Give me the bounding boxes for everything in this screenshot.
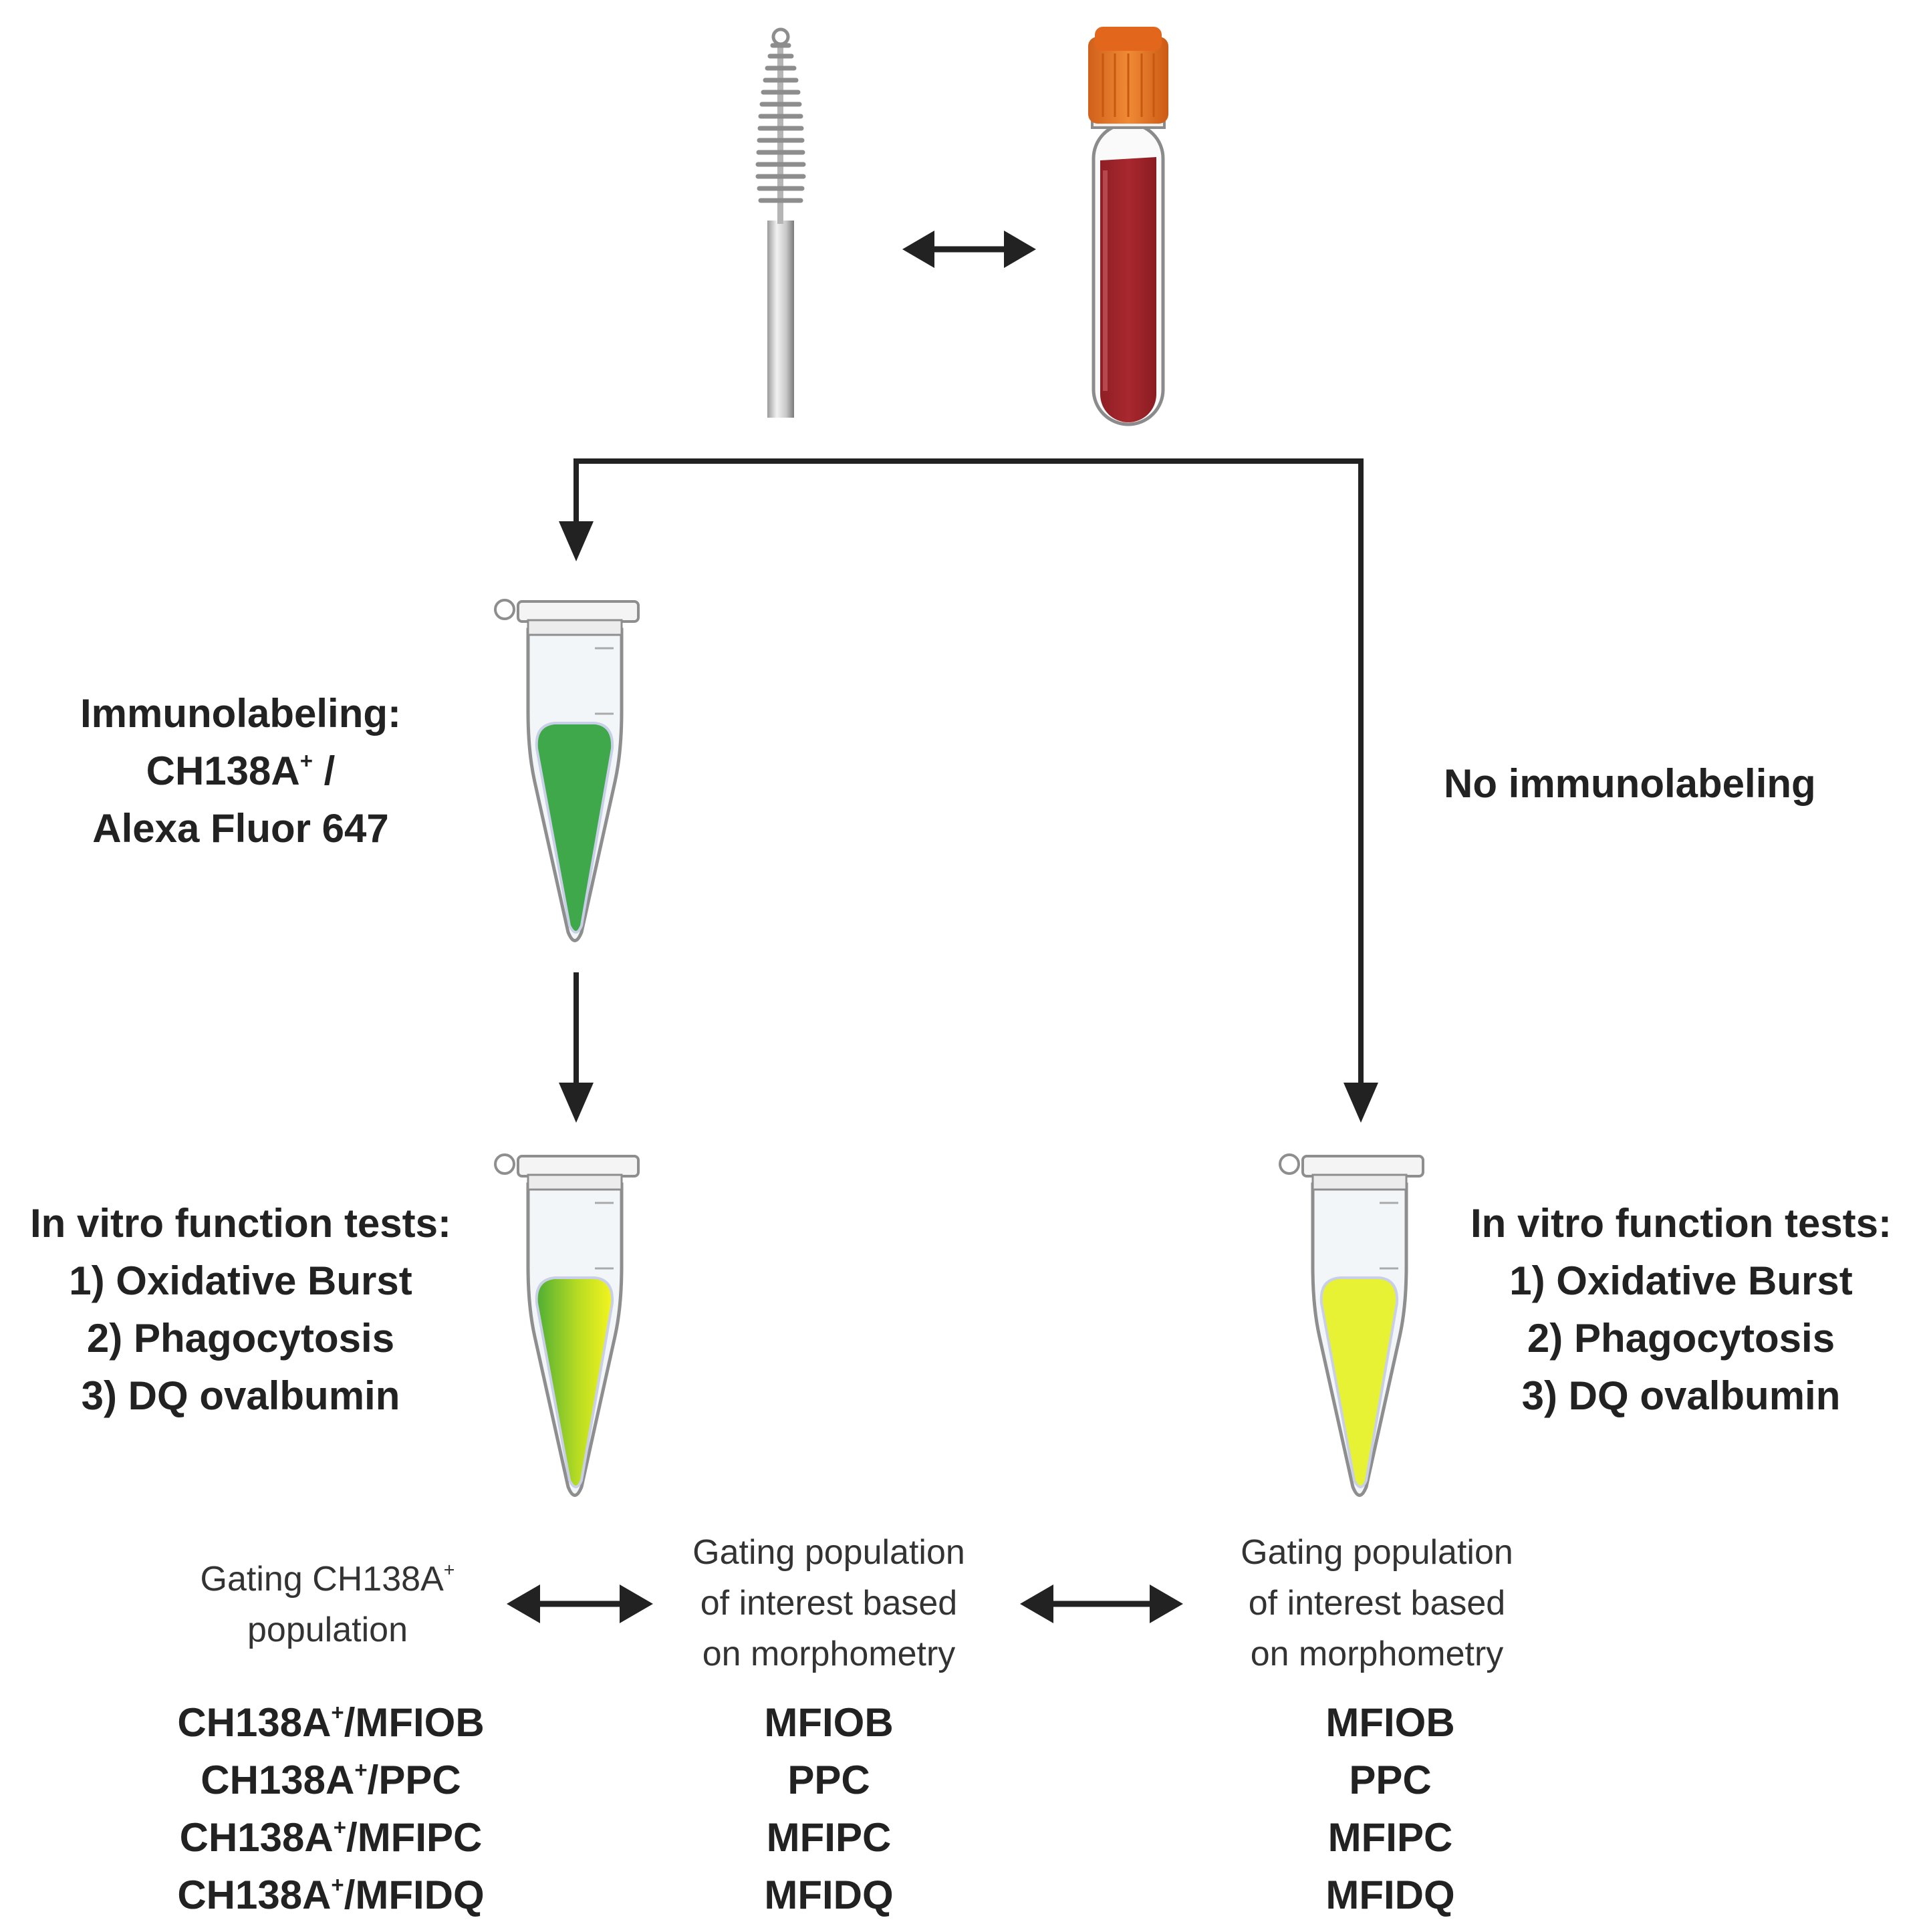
middle-result-item: MFIOB: [764, 1700, 894, 1745]
right-tests-title: In vitro function tests:: [1470, 1201, 1892, 1246]
immunolabeling-fluor: Alexa Fluor 647: [92, 806, 389, 851]
right-result-item: MFIOB: [1325, 1700, 1455, 1745]
left-result-item: CH138A+/MFIPC: [179, 1814, 483, 1860]
blood-collection-tube-icon: [1088, 27, 1168, 426]
immunolabeling-label: Immunolabeling: CH138A+ / Alexa Fluor 64…: [27, 685, 455, 857]
middle-gating-line: on morphometry: [702, 1635, 956, 1673]
unlabeled-tube-icon: [1279, 1153, 1424, 1497]
labeled-tube-icon: [494, 599, 640, 942]
middle-result-item: MFIPC: [766, 1815, 892, 1860]
left-results-list: CH138A+/MFIOB CH138A+/PPC CH138A+/MFIPC …: [130, 1694, 531, 1924]
left-test-item: 3) DQ ovalbumin: [81, 1373, 400, 1418]
right-test-item: 1) Oxidative Burst: [1509, 1258, 1853, 1303]
cytobrush-icon: [755, 27, 806, 418]
right-gating-line: Gating population: [1241, 1533, 1513, 1572]
arrow-to-labeled-tube: [559, 521, 594, 561]
right-gating-label: Gating population of interest based on m…: [1200, 1527, 1554, 1679]
left-gating-label: Gating CH138A+ population: [160, 1554, 495, 1655]
right-tests-list: In vitro function tests: 1) Oxidative Bu…: [1450, 1195, 1912, 1425]
right-result-item: PPC: [1349, 1758, 1432, 1802]
equivalence-arrow-left: [507, 1584, 653, 1623]
left-test-item: 2) Phagocytosis: [86, 1316, 395, 1361]
left-gating-line1: Gating CH138A+: [200, 1559, 455, 1599]
left-tests-title: In vitro function tests:: [30, 1201, 451, 1246]
no-immunolabeling-label: No immunolabeling: [1444, 761, 1816, 806]
branch-connector: [573, 458, 1364, 1083]
right-result-item: MFIDQ: [1325, 1873, 1455, 1917]
arrow-to-unlabeled-tube: [1343, 1083, 1378, 1123]
middle-gating-label: Gating population of interest based on m…: [652, 1527, 1006, 1679]
left-tests-list: In vitro function tests: 1) Oxidative Bu…: [0, 1195, 481, 1425]
tested-labeled-tube-icon: [494, 1153, 640, 1497]
left-result-item: CH138A+/PPC: [201, 1757, 461, 1802]
immunolabeling-marker: CH138A+ /: [146, 748, 336, 793]
middle-gating-line: Gating population: [692, 1533, 965, 1572]
middle-results-list: MFIOB PPC MFIPC MFIDQ: [695, 1694, 963, 1924]
right-gating-line: of interest based: [1248, 1584, 1506, 1623]
right-test-item: 2) Phagocytosis: [1527, 1316, 1835, 1361]
right-results-list: MFIOB PPC MFIPC MFIDQ: [1257, 1694, 1524, 1924]
arrow-labeled-to-tested: [559, 972, 594, 1123]
left-gating-line2: population: [247, 1611, 408, 1649]
middle-result-item: PPC: [787, 1758, 870, 1802]
middle-result-item: MFIDQ: [764, 1873, 894, 1917]
immunolabeling-title: Immunolabeling:: [80, 691, 401, 736]
left-result-item: CH138A+/MFIDQ: [177, 1872, 485, 1917]
middle-gating-line: of interest based: [700, 1584, 958, 1623]
left-test-item: 1) Oxidative Burst: [69, 1258, 412, 1303]
equivalence-arrow-right: [1020, 1584, 1183, 1623]
left-result-item: CH138A+/MFIOB: [177, 1699, 485, 1745]
right-test-item: 3) DQ ovalbumin: [1521, 1373, 1841, 1418]
right-gating-line: on morphometry: [1250, 1635, 1504, 1673]
equivalence-arrow-top: [902, 231, 1036, 268]
right-result-item: MFIPC: [1327, 1815, 1453, 1860]
